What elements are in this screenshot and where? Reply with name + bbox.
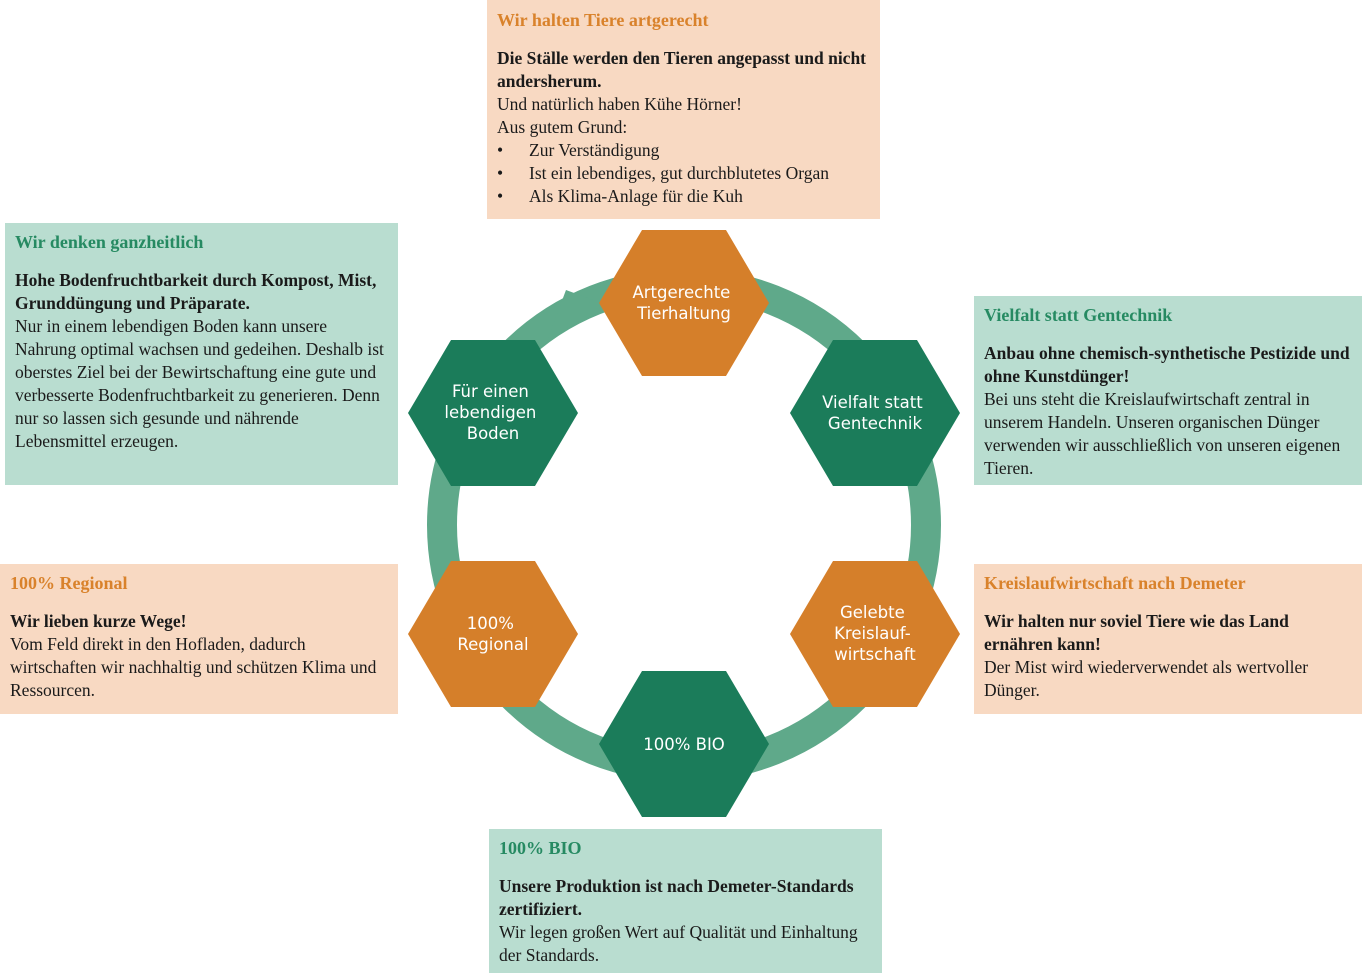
hex-shape: [790, 561, 960, 707]
hex-label-vielfalt: Vielfalt statt Gentechnik: [822, 393, 928, 433]
card-lead: Anbau ohne chemisch-synthetische Pestizi…: [984, 343, 1350, 386]
card-ganzheitlich: Wir denken ganzheitlich Hohe Bodenfrucht…: [5, 223, 398, 485]
card-bullets: Zur Verständigung Ist ein lebendiges, gu…: [497, 139, 870, 208]
bullet-item: Zur Verständigung: [497, 139, 870, 162]
card-title: 100% BIO: [499, 838, 582, 858]
hex-artgerecht: Artgerechte Tierhaltung: [599, 230, 769, 376]
hex-boden: Für einen lebendigen Boden: [408, 340, 578, 486]
card-body: Der Mist wird wiederverwendet als wertvo…: [984, 657, 1309, 700]
bullet-item: Ist ein lebendiges, gut durchblutetes Or…: [497, 162, 870, 185]
hex-shape: [408, 340, 578, 486]
hex-label-boden: Für einen lebendigen Boden: [444, 382, 541, 443]
hex-shape: [790, 340, 960, 486]
card-title: Wir halten Tiere artgerecht: [497, 10, 709, 30]
card-body: Bei uns steht die Kreislaufwirtschaft ze…: [984, 389, 1341, 478]
card-body: Nur in einem lebendigen Boden kann unser…: [15, 316, 384, 451]
card-regional: 100% Regional Wir lieben kurze Wege! Vom…: [0, 564, 398, 714]
card-bio: 100% BIO Unsere Produktion ist nach Deme…: [489, 829, 882, 973]
hex-shape: [599, 671, 769, 817]
hex-shape: [408, 561, 578, 707]
card-title: Vielfalt statt Gentechnik: [984, 305, 1173, 325]
card-body: Und natürlich haben Kühe Hörner! Aus gut…: [497, 94, 742, 137]
hex-shape: [599, 230, 769, 376]
hex-kreislauf: Gelebte Kreislauf- wirtschaft: [790, 561, 960, 707]
card-title: Kreislaufwirtschaft nach Demeter: [984, 573, 1246, 593]
hex-label-regional: 100% Regional: [457, 614, 528, 654]
hex-bio: 100% BIO: [599, 671, 769, 817]
hex-label-kreislauf: Gelebte Kreislauf- wirtschaft: [834, 603, 916, 664]
card-lead: Die Ställe werden den Tieren angepasst u…: [497, 48, 867, 91]
card-lead: Hohe Bodenfruchtbarkeit durch Kompost, M…: [15, 270, 377, 313]
hex-vielfalt: Vielfalt statt Gentechnik: [790, 340, 960, 486]
bullet-item: Als Klima-Anlage für die Kuh: [497, 185, 870, 208]
card-body: Wir legen großen Wert auf Qualität und E…: [499, 922, 858, 965]
card-body: Vom Feld direkt in den Hofladen, dadurch…: [10, 634, 377, 700]
hex-label-artgerecht: Artgerechte Tierhaltung: [632, 283, 735, 323]
card-kreislauf: Kreislaufwirtschaft nach Demeter Wir hal…: [974, 564, 1362, 714]
card-lead: Wir lieben kurze Wege!: [10, 611, 187, 631]
cycle-arrow-head: [548, 290, 593, 338]
card-lead: Wir halten nur soviel Tiere wie das Land…: [984, 611, 1289, 654]
hex-label-bio: 100% BIO: [643, 735, 725, 754]
card-title: 100% Regional: [10, 573, 128, 593]
card-lead: Unsere Produktion ist nach Demeter-Stand…: [499, 876, 854, 919]
hex-regional: 100% Regional: [408, 561, 578, 707]
card-tiere: Wir halten Tiere artgerecht Die Ställe w…: [487, 0, 880, 219]
card-title: Wir denken ganzheitlich: [15, 232, 204, 252]
card-vielfalt: Vielfalt statt Gentechnik Anbau ohne che…: [974, 296, 1362, 485]
